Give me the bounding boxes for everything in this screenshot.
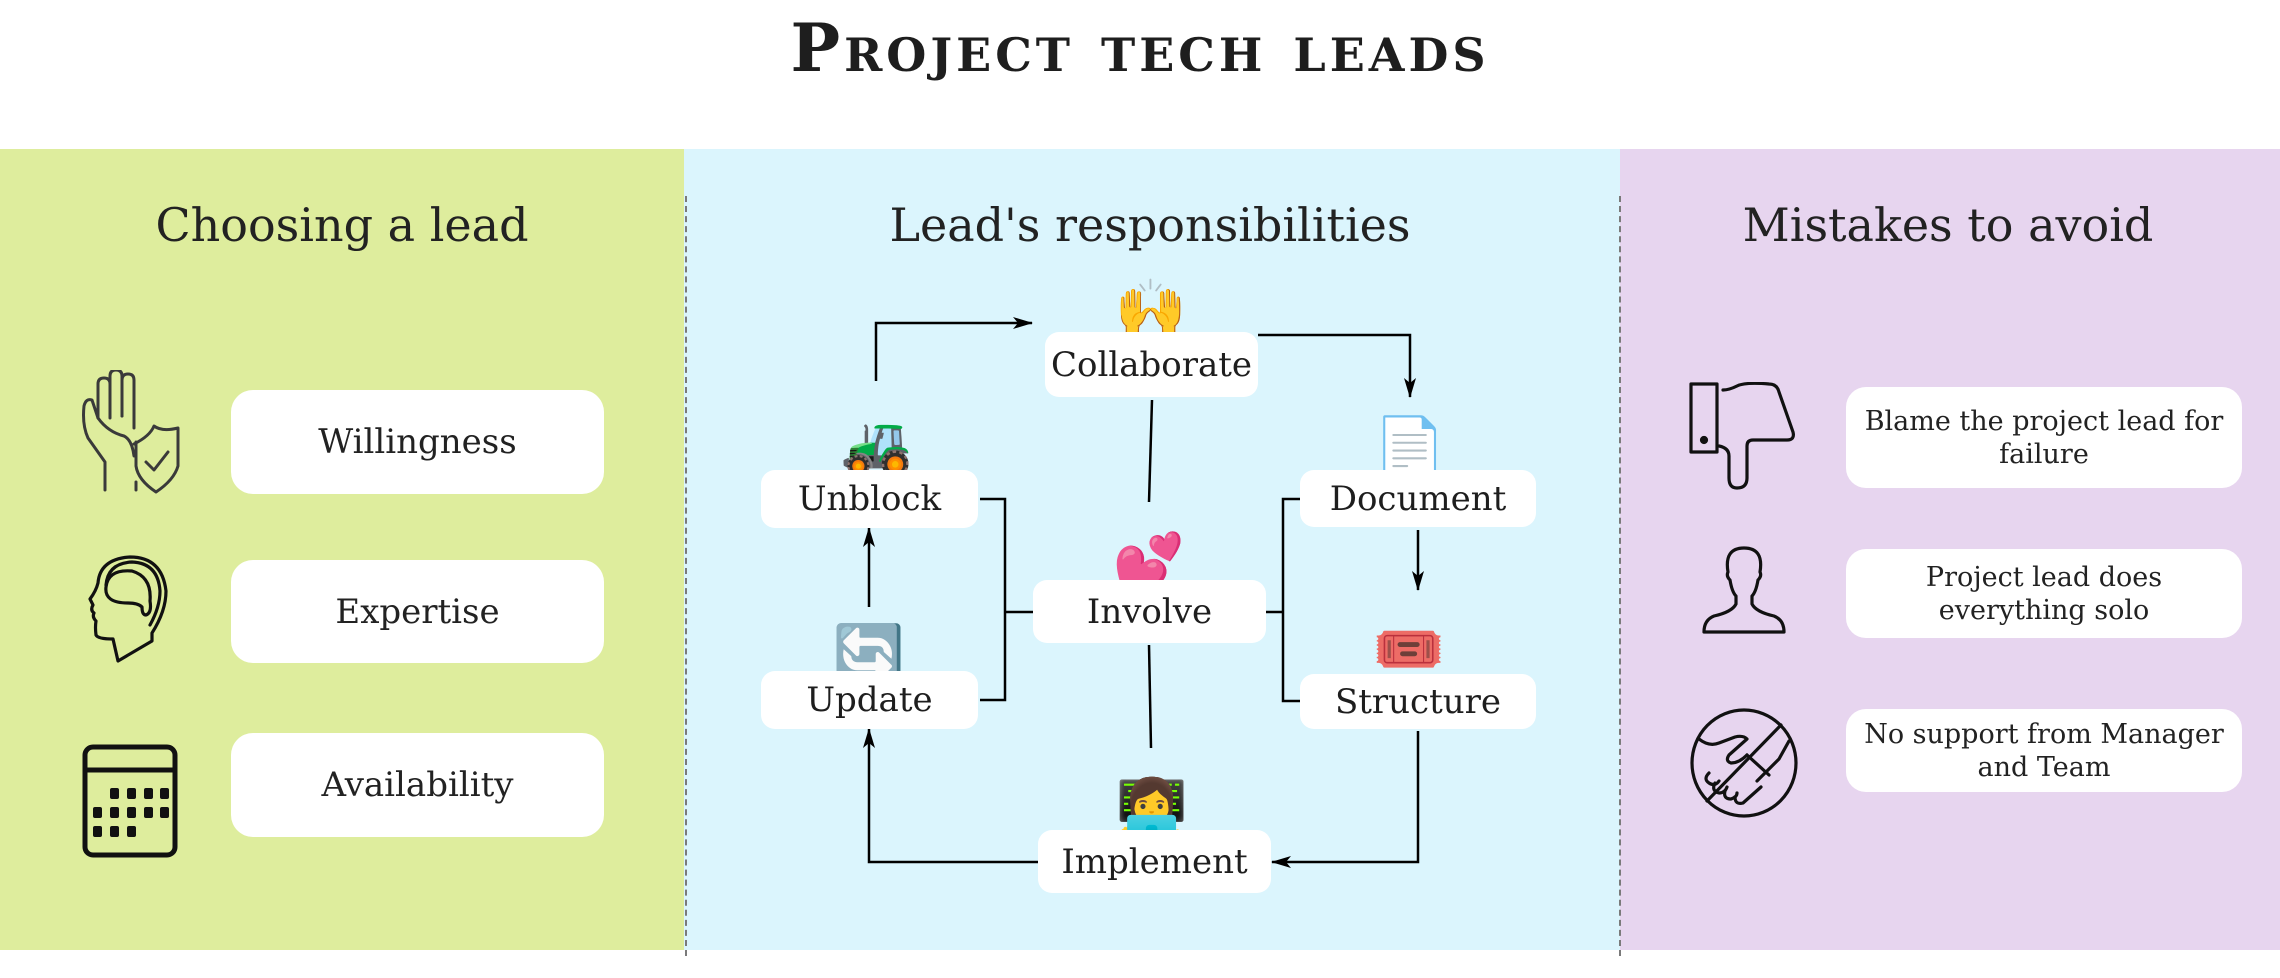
- node-update: Update: [761, 671, 978, 729]
- no-handshake-icon: [1689, 707, 1799, 819]
- node-implement: Implement: [1038, 830, 1271, 893]
- raised-hand-shield-icon: [80, 370, 190, 494]
- head-brain-icon: [88, 555, 172, 663]
- mistake-card-blame: Blame the project lead for failure: [1846, 387, 2242, 488]
- criterion-label: Willingness: [318, 422, 517, 462]
- mistake-label: Blame the project lead for failure: [1864, 405, 2224, 470]
- criterion-label: Expertise: [335, 591, 500, 632]
- criterion-card-expertise: Expertise: [231, 560, 604, 663]
- node-involve: Involve: [1033, 580, 1266, 643]
- divider-right: [1619, 196, 1621, 956]
- node-label: Document: [1329, 478, 1507, 519]
- section-title-mistakes: Mistakes to avoid: [1742, 198, 2154, 252]
- criterion-card-availability: Availability: [231, 733, 604, 837]
- woman-technologist-icon: 👩‍💻: [1115, 775, 1189, 843]
- section-title-choosing: Choosing a lead: [155, 198, 529, 252]
- node-unblock: Unblock: [761, 470, 978, 528]
- node-label: Unblock: [797, 479, 942, 519]
- tickets-icon: 🎟️: [1372, 615, 1446, 683]
- person-silhouette-icon: [1700, 546, 1788, 634]
- page-title: Project tech leads: [790, 9, 1490, 87]
- divider-left: [685, 196, 687, 956]
- criterion-label: Availability: [321, 765, 514, 805]
- node-label: Update: [806, 680, 933, 720]
- node-label: Implement: [1061, 841, 1248, 882]
- thumbs-down-icon: [1689, 382, 1797, 490]
- node-label: Structure: [1334, 681, 1502, 722]
- tractor-icon: 🚜: [840, 411, 914, 479]
- mistake-label: Project lead does everything solo: [1925, 561, 2163, 626]
- criterion-card-willingness: Willingness: [231, 390, 604, 494]
- node-collaborate: Collaborate: [1045, 332, 1258, 397]
- node-document: Document: [1300, 470, 1536, 527]
- mistake-card-solo: Project lead does everything solo: [1846, 549, 2242, 638]
- node-label: Collaborate: [1050, 344, 1253, 385]
- node-label: Involve: [1086, 591, 1213, 632]
- mistake-card-no-support: No support from Manager and Team: [1846, 709, 2242, 792]
- responsibilities-panel: [684, 149, 1620, 950]
- node-structure: Structure: [1300, 674, 1536, 729]
- mistake-label: No support from Manager and Team: [1864, 718, 2224, 783]
- section-title-responsibilities: Lead's responsibilities: [889, 198, 1411, 252]
- raising-hands-icon: 🙌: [1114, 275, 1188, 343]
- page-facing-up-icon: 📄: [1373, 413, 1447, 481]
- calendar-icon: [82, 744, 178, 858]
